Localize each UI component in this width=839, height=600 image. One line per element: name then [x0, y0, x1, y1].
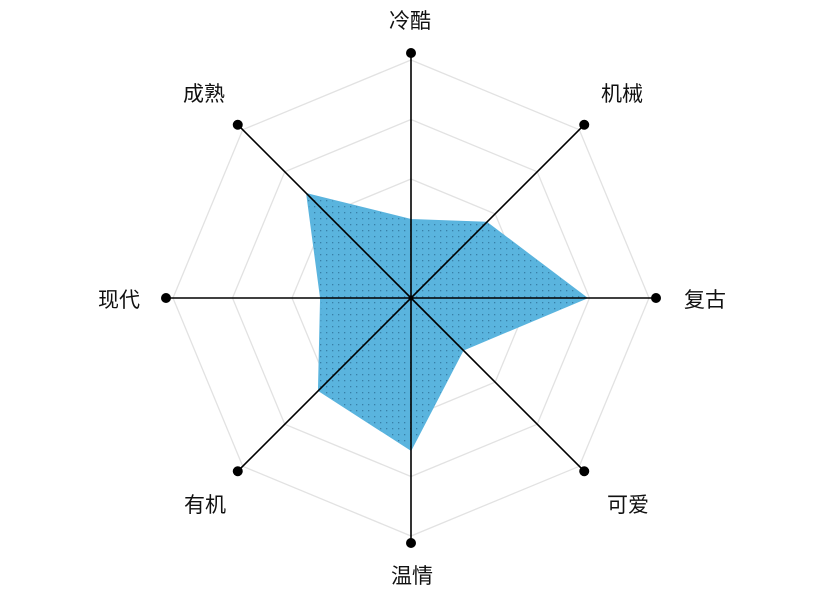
axis-endpoint-dot	[232, 466, 243, 477]
axis-line	[410, 297, 585, 472]
axis-label-cute: 可爱	[607, 493, 649, 517]
axis-line	[237, 297, 412, 472]
axis-endpoint-dot	[651, 293, 661, 303]
data-polygon	[306, 192, 589, 452]
axis-endpoint-dot	[406, 48, 416, 58]
axis-label-warm: 温情	[391, 564, 433, 588]
axis-label-mechanical: 机械	[601, 82, 643, 106]
series-area	[306, 192, 589, 452]
axis-endpoint-dot	[579, 119, 590, 130]
axis-endpoint-dot	[161, 293, 171, 303]
axis-label-modern: 现代	[98, 288, 140, 312]
axis-label-mature: 成熟	[183, 82, 225, 106]
axis-label-cold: 冷酷	[389, 9, 431, 33]
axis-endpoint-dot	[232, 119, 243, 130]
axis-endpoint-dot	[579, 466, 590, 477]
axis-line	[237, 124, 412, 299]
axis-endpoint-dot	[406, 538, 416, 548]
axis-label-retro: 复古	[684, 288, 726, 312]
axis-line	[410, 124, 585, 299]
axes	[161, 48, 661, 548]
axis-label-organic: 有机	[184, 493, 226, 517]
center-dot	[408, 295, 414, 301]
